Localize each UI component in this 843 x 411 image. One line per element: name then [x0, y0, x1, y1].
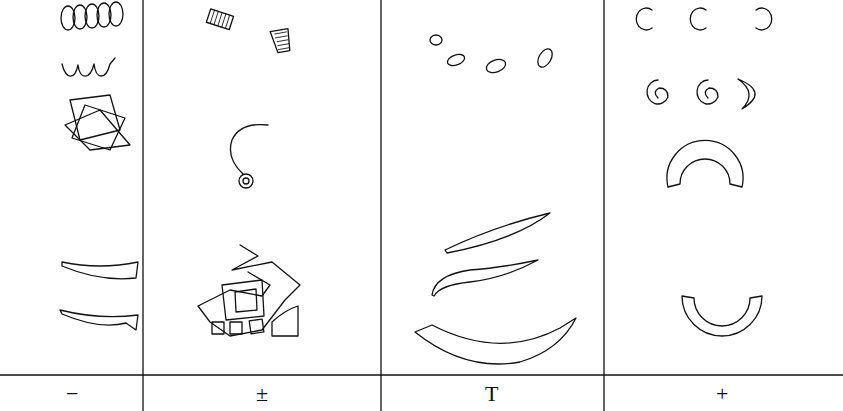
arc-fragment — [682, 296, 762, 336]
small-square — [212, 322, 224, 334]
blade-fragment — [60, 310, 138, 330]
hook-fragment — [230, 125, 268, 174]
hatched-outline — [270, 29, 292, 54]
crescent-fragment — [738, 79, 755, 109]
hook-loop — [239, 174, 253, 188]
g-fragment — [697, 80, 718, 104]
tangled-square — [65, 110, 130, 150]
column-label: T — [485, 383, 498, 405]
column-label: ± — [256, 383, 268, 405]
column-label: + — [716, 383, 728, 405]
blade-fragment — [62, 262, 138, 279]
small-oval — [446, 52, 466, 68]
crescent-blade — [445, 213, 550, 253]
g-fragment — [647, 80, 668, 104]
c-fragment — [756, 8, 772, 30]
column-label: − — [66, 383, 78, 405]
c-fragment — [636, 8, 652, 30]
hatched-outline — [206, 9, 233, 30]
hook-loop — [243, 178, 249, 184]
hatched-fragment — [270, 29, 292, 54]
small-oval — [430, 35, 442, 45]
column-divider — [380, 0, 381, 411]
column-divider — [603, 0, 604, 411]
tangled-square — [235, 289, 257, 312]
tangled-fragment — [198, 245, 300, 336]
wavy-fragment — [62, 58, 115, 76]
hatching — [275, 32, 290, 50]
baseline-rule — [0, 374, 843, 375]
small-square — [230, 322, 242, 334]
small-square — [272, 306, 298, 336]
small-oval — [535, 46, 555, 69]
tangled-square — [222, 280, 264, 320]
wavy-blade — [432, 260, 538, 296]
tangled-square — [72, 105, 125, 150]
column-divider — [142, 0, 143, 411]
coil-loop — [109, 2, 123, 26]
c-fragment — [690, 8, 706, 30]
small-oval — [485, 57, 508, 75]
small-square — [249, 319, 264, 334]
hatching — [210, 10, 230, 28]
crescent-fragment — [415, 318, 576, 364]
arc-fragment — [667, 140, 743, 187]
hatched-fragment — [206, 9, 233, 30]
tangled-square — [70, 95, 120, 140]
